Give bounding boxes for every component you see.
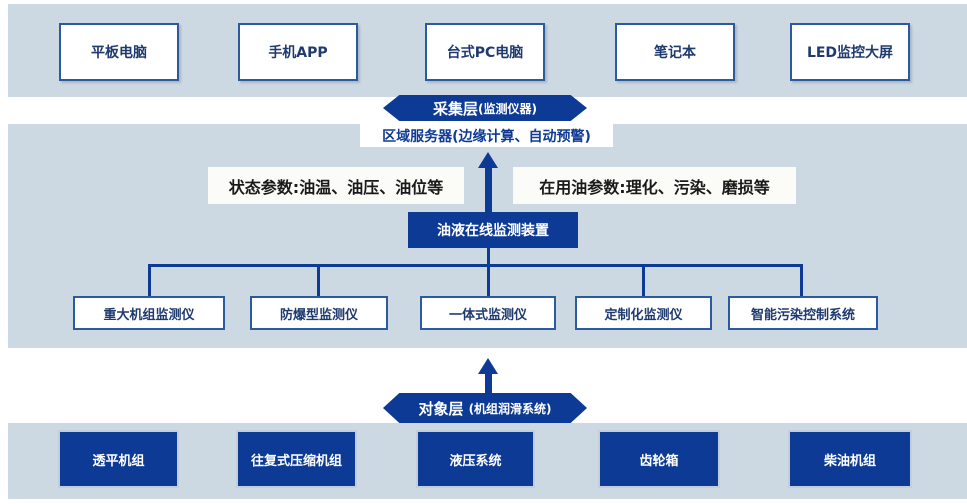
monitor-label: 防爆型监测仪	[279, 307, 358, 323]
banner-title: 采集层	[433, 99, 479, 118]
monitor-label: 重大机组监测仪	[103, 307, 195, 323]
tree-stem-line	[487, 248, 490, 264]
param-right-text: 在用油参数:理化、污染、磨损等	[539, 177, 770, 197]
banner-subtitle: (机组润滑系统)	[468, 401, 552, 416]
device-box-desktop-pc: 台式PC电脑	[425, 23, 545, 81]
regional-server-label: 区域服务器(边缘计算、自动预警)	[360, 124, 613, 147]
device-label: 笔记本	[654, 45, 696, 61]
oil-parameters-label: 在用油参数:理化、污染、磨损等	[513, 167, 796, 204]
device-box-laptop: 笔记本	[615, 23, 735, 81]
unit-box-diesel: 柴油机组	[788, 430, 912, 488]
unit-label: 齿轮箱	[639, 453, 679, 469]
up-arrow-shaft	[485, 373, 492, 394]
unit-label: 柴油机组	[823, 453, 876, 469]
up-arrow-icon	[478, 152, 498, 168]
unit-label: 透平机组	[92, 453, 145, 469]
tree-drop-line-2	[317, 264, 320, 296]
banner-subtitle: (监测仪器)	[478, 101, 537, 116]
unit-label: 往复式压缩机组	[250, 453, 342, 469]
tree-drop-line-3	[487, 264, 490, 296]
oil-monitoring-device-box: 油液在线监测装置	[408, 212, 578, 248]
device-label: 手机APP	[268, 45, 328, 61]
monitor-box-major-units: 重大机组监测仪	[73, 296, 225, 330]
tree-drop-line-1	[148, 264, 151, 296]
collection-layer-banner: 采集层(监测仪器)	[383, 95, 587, 121]
monitor-box-integrated: 一体式监测仪	[420, 296, 556, 330]
unit-box-reciprocating-compressor: 往复式压缩机组	[236, 430, 357, 488]
banner-title: 对象层	[418, 399, 464, 418]
up-arrow-shaft	[485, 167, 492, 212]
device-label: 台式PC电脑	[446, 45, 524, 61]
tree-horizontal-line	[148, 264, 803, 267]
device-box-phone-app: 手机APP	[238, 23, 358, 81]
param-left-text: 状态参数:油温、油压、油位等	[228, 177, 444, 197]
up-arrow-icon	[478, 358, 498, 374]
device-box-led-screen: LED监控大屏	[790, 23, 910, 81]
monitor-box-customized: 定制化监测仪	[575, 296, 712, 330]
object-layer-banner: 对象层 (机组润滑系统)	[383, 393, 587, 423]
unit-label: 液压系统	[449, 453, 502, 469]
device-box-tablet: 平板电脑	[59, 23, 179, 81]
device-label: LED监控大屏	[806, 45, 894, 61]
unit-box-gearbox: 齿轮箱	[598, 430, 720, 488]
unit-box-hydraulic-system: 液压系统	[416, 430, 535, 488]
unit-box-turbine: 透平机组	[58, 430, 179, 488]
status-parameters-label: 状态参数:油温、油压、油位等	[208, 167, 464, 204]
monitor-label: 智能污染控制系统	[750, 307, 855, 323]
monitor-label: 一体式监测仪	[448, 307, 527, 323]
oil-monitoring-device-label: 油液在线监测装置	[437, 223, 549, 239]
tree-drop-line-4	[642, 264, 645, 296]
monitor-label: 定制化监测仪	[604, 307, 683, 323]
monitor-box-pollution-control: 智能污染控制系统	[728, 296, 878, 330]
server-label-text: 区域服务器(边缘计算、自动预警)	[382, 128, 591, 145]
monitor-box-explosion-proof: 防爆型监测仪	[250, 296, 388, 330]
tree-drop-line-5	[800, 264, 803, 296]
device-label: 平板电脑	[91, 45, 147, 61]
